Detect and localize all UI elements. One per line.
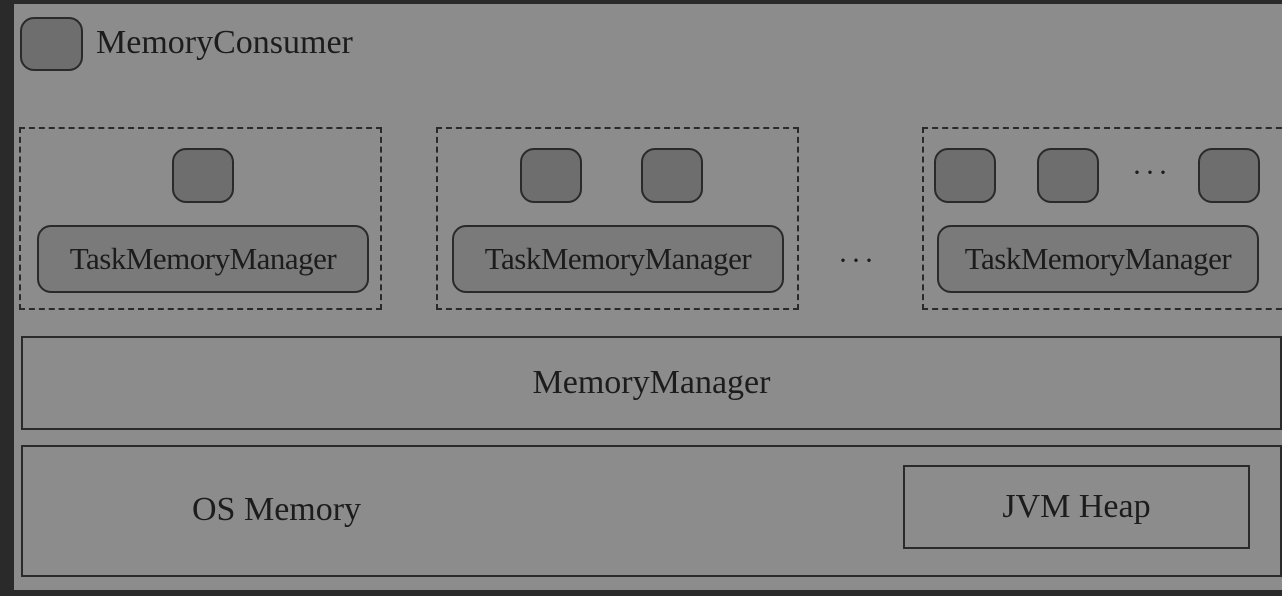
between-groups-ellipsis: ···: [838, 244, 877, 277]
diagram-canvas: MemoryConsumer TaskMemoryManager TaskMem…: [14, 4, 1282, 590]
jvm-heap-label: JVM Heap: [1002, 488, 1151, 525]
memory-manager-box: MemoryManager: [21, 336, 1282, 430]
task-memory-manager-2: TaskMemoryManager: [452, 225, 784, 293]
task-memory-manager-3: TaskMemoryManager: [937, 225, 1259, 293]
task-group-3: [922, 127, 1282, 310]
os-memory-box: [21, 445, 1282, 577]
memory-consumer: [1198, 148, 1260, 203]
legend-label: MemoryConsumer: [96, 24, 353, 61]
task-group-2: [436, 127, 799, 310]
task-memory-manager-1: TaskMemoryManager: [37, 225, 369, 293]
task-group-1: [19, 127, 382, 310]
legend-consumer-swatch: [20, 17, 83, 71]
memory-manager-label: MemoryManager: [532, 364, 771, 401]
jvm-heap-box: JVM Heap: [903, 465, 1250, 549]
memory-consumer: [1037, 148, 1099, 203]
os-memory-label: OS Memory: [192, 491, 362, 528]
memory-consumer: [172, 148, 234, 203]
memory-consumer: [934, 148, 996, 203]
memory-consumer: [520, 148, 582, 203]
group-ellipsis: ···: [1132, 156, 1171, 189]
memory-consumer: [641, 148, 703, 203]
